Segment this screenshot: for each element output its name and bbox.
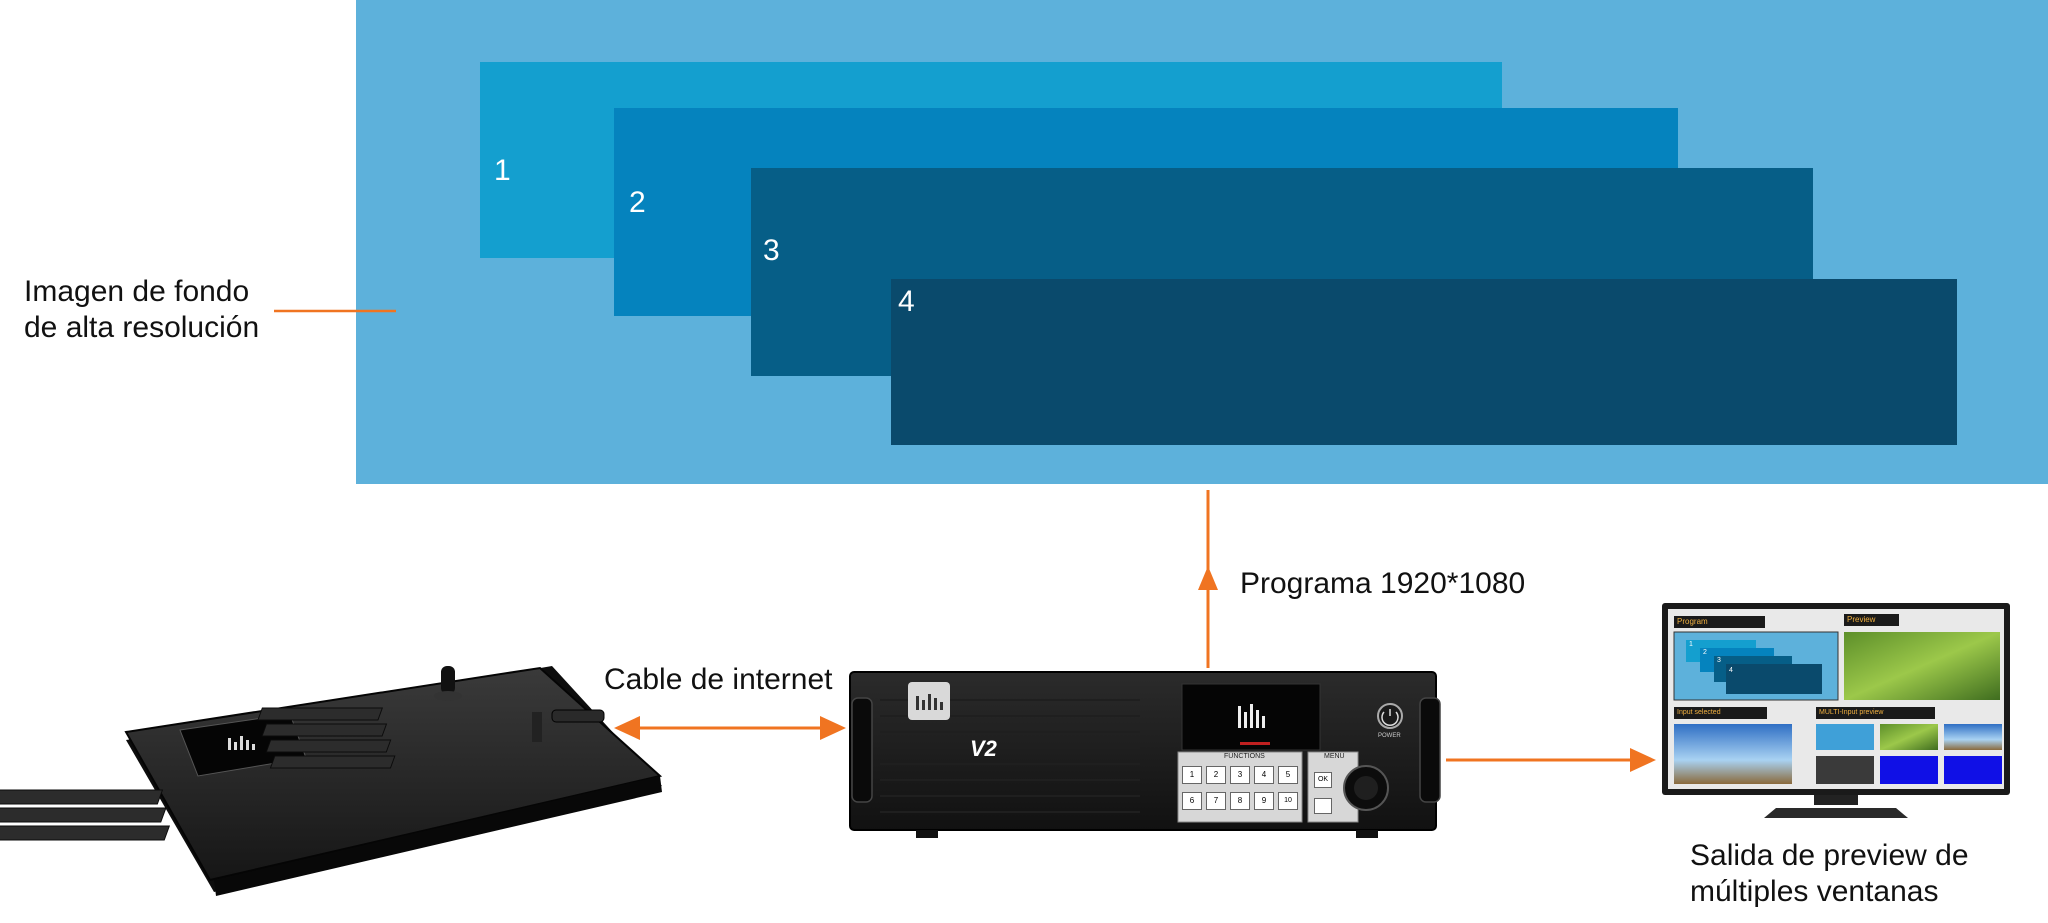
function-key: 8 — [1230, 792, 1250, 810]
cable-label: Cable de internet — [604, 663, 833, 696]
layer-3-number: 3 — [763, 234, 780, 267]
function-key: 7 — [1206, 792, 1226, 810]
program-arrow — [1198, 490, 1218, 668]
return-key — [1314, 798, 1332, 814]
monitor-program-tag: Program — [1674, 616, 1765, 628]
layer-1-number: 1 — [494, 154, 511, 187]
monitor-mini-layer-4: 4 — [1729, 667, 1733, 674]
function-key: 3 — [1230, 766, 1250, 784]
ok-key: OK — [1314, 772, 1332, 788]
monitor-mini-layer-1: 1 — [1689, 641, 1693, 648]
background-label-line1: Imagen de fondo — [24, 275, 250, 308]
function-key: 2 — [1206, 766, 1226, 784]
function-key: 10 — [1278, 792, 1298, 810]
layer-2-number: 2 — [629, 186, 646, 219]
layer-4: 4 — [891, 279, 1957, 445]
output-label-line2: múltiples ventanas — [1690, 875, 1939, 908]
monitor-mini-layer-2: 2 — [1703, 649, 1707, 656]
function-key: 9 — [1254, 792, 1274, 810]
function-key: 1 — [1182, 766, 1202, 784]
function-key: 5 — [1278, 766, 1298, 784]
preview-monitor — [1662, 603, 2010, 818]
processor-model-label: V2 — [970, 736, 997, 761]
cable-arrow — [614, 716, 846, 740]
program-label: Programa 1920*1080 — [1240, 567, 1526, 600]
monitor-preview-tag: Preview — [1844, 614, 1899, 626]
menu-label: MENU — [1324, 753, 1345, 760]
output-arrow — [1446, 748, 1656, 772]
function-keypad: 1 2 3 4 5 6 7 8 9 10 — [1182, 766, 1300, 810]
layer-4-number: 4 — [898, 285, 915, 318]
power-label: POWER — [1378, 733, 1401, 739]
output-label-line1: Salida de preview de — [1690, 839, 1969, 872]
video-processor — [849, 671, 1441, 838]
keyboard-controller — [0, 666, 663, 896]
monitor-mini-layer-3: 3 — [1717, 657, 1721, 664]
monitor-input-tag: Input selected — [1674, 707, 1767, 719]
ok-key-label: OK — [1317, 776, 1329, 783]
function-key: 6 — [1182, 792, 1202, 810]
monitor-multi-tag: MULTI-Input preview — [1816, 707, 1935, 719]
background-label-line2: de alta resolución — [24, 311, 260, 344]
functions-label: FUNCTIONS — [1224, 753, 1265, 760]
function-key: 4 — [1254, 766, 1274, 784]
